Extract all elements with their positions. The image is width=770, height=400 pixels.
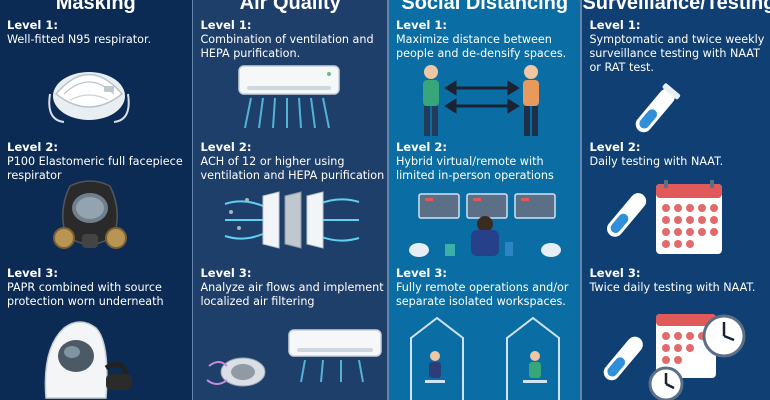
level-text: Combination of ventilation and HEPA puri… (200, 33, 374, 60)
column-title: Surveillance/Testing (582, 0, 770, 14)
column-divider (191, 0, 194, 400)
level-text: Well-fitted N95 respirator. (7, 33, 152, 46)
air-conditioner-icon (237, 62, 341, 130)
n95-respirator-icon (44, 50, 134, 130)
level-label: Level 1: (395, 18, 447, 32)
level-text: Hybrid virtual/remote with limited in-pe… (395, 155, 554, 182)
level-label: Level 3: (589, 266, 641, 280)
air-level-1: Level 1: Combination of ventilation and … (200, 18, 385, 61)
testing-level-3: Level 3: Twice daily testing with NAAT. (589, 266, 770, 295)
level-text: ACH of 12 or higher using ventilation an… (200, 155, 385, 182)
level-label: Level 2: (200, 140, 252, 154)
column-divider (386, 0, 389, 400)
elastomeric-respirator-icon (52, 180, 128, 258)
localized-filter-icon (205, 326, 385, 396)
isolated-rooms-icon (407, 316, 567, 400)
level-label: Level 1: (200, 18, 252, 32)
test-tube-icon (624, 82, 684, 142)
level-label: Level 2: (7, 140, 58, 154)
air-level-2: Level 2: ACH of 12 or higher using venti… (200, 140, 385, 183)
hybrid-office-icon (405, 190, 565, 260)
level-label: Level 3: (7, 266, 58, 280)
level-text: Maximize distance between people and de-… (395, 33, 567, 60)
level-text: Daily testing with NAAT. (589, 155, 724, 168)
column-divider (580, 0, 583, 400)
level-label: Level 2: (395, 140, 447, 154)
two-people-distance-icon (417, 62, 547, 140)
distancing-level-1: Level 1: Maximize distance between peopl… (396, 18, 581, 61)
distancing-level-3: Level 3: Fully remote operations and/or … (396, 266, 581, 309)
level-label: Level 3: (200, 266, 252, 280)
calendar-icon (600, 178, 728, 258)
distancing-level-2: Level 2: Hybrid virtual/remote with limi… (396, 140, 581, 183)
level-label: Level 1: (7, 18, 58, 32)
column-title: Air Quality (239, 0, 341, 14)
column-air-quality: Air Quality Level 1: Combination of vent… (193, 0, 387, 400)
column-title: Social Distancing (401, 0, 569, 14)
clock-icon (596, 306, 756, 400)
air-level-3: Level 3: Analyze air flows and implement… (200, 266, 385, 309)
level-text: P100 Elastomeric full facepiece respirat… (7, 155, 183, 182)
testing-level-1: Level 1: Symptomatic and twice weekly su… (589, 18, 770, 75)
hepa-filter-icon (223, 190, 363, 252)
column-social-distancing: Social Distancing Level 1: Maximize dist… (388, 0, 581, 400)
column-masking: Masking Level 1: Well-fitted N95 respira… (0, 0, 192, 400)
level-text: Analyze air flows and implement localize… (200, 281, 384, 308)
level-text: PAPR combined with source protection wor… (7, 281, 164, 308)
papr-hood-icon (36, 318, 136, 400)
column-surveillance-testing: Surveillance/Testing Level 1: Symptomati… (582, 0, 770, 400)
column-title: Masking (55, 0, 136, 14)
level-text: Symptomatic and twice weekly surveillanc… (589, 33, 765, 74)
level-text: Fully remote operations and/or separate … (395, 281, 569, 308)
masking-level-2: Level 2: P100 Elastomeric full facepiece… (7, 140, 192, 183)
level-text: Twice daily testing with NAAT. (589, 281, 756, 294)
level-label: Level 1: (589, 18, 641, 32)
testing-level-2: Level 2: Daily testing with NAAT. (589, 140, 770, 169)
masking-level-3: Level 3: PAPR combined with source prote… (7, 266, 192, 309)
masking-level-1: Level 1: Well-fitted N95 respirator. (7, 18, 192, 47)
level-label: Level 3: (395, 266, 447, 280)
level-label: Level 2: (589, 140, 641, 154)
